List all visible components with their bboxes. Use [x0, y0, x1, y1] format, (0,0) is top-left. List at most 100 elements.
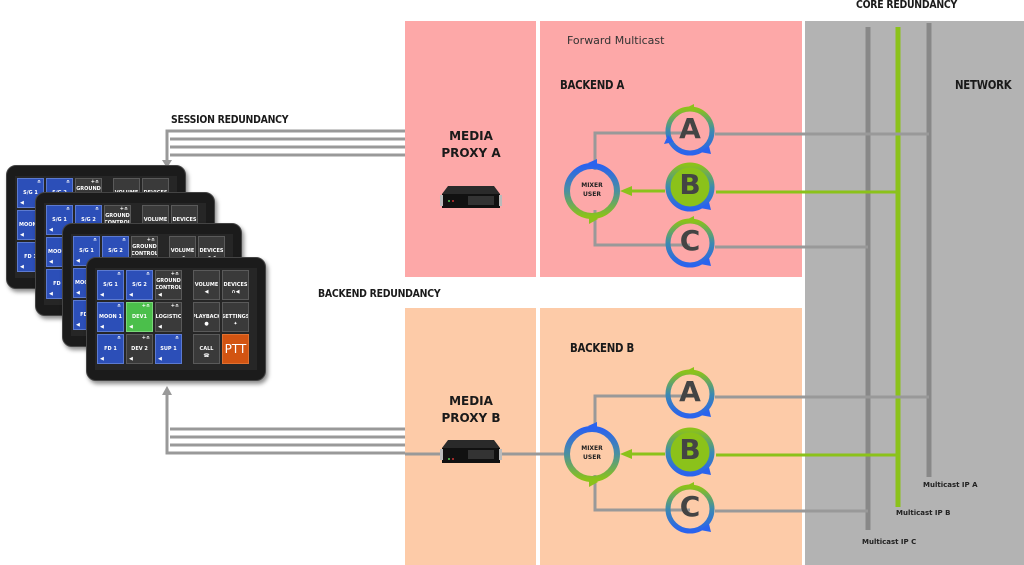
backend-a-node-b — [665, 162, 715, 212]
tile-label: GROUND CONTROL — [155, 278, 182, 291]
tile-volume[interactable]: VOLUME◀ — [193, 270, 220, 300]
backend-b-node-b — [665, 427, 715, 477]
server-icon-proxy-a — [440, 186, 502, 208]
backend-b-node-a — [665, 367, 715, 419]
tablet-panel: S/G 1∩◀S/G 2∩◀GROUND CONTROL+∩◀VOLUME◀DE… — [86, 257, 266, 381]
media-proxy-b-label: MEDIA PROXY B — [430, 393, 512, 427]
speaker-icon: ◀ — [20, 232, 24, 238]
tile-label: VOLUME — [194, 281, 219, 288]
media-proxy-b-line1: MEDIA — [449, 394, 493, 408]
node-a-letter: A — [679, 112, 701, 145]
headset-icon: +∩ — [141, 335, 150, 341]
tile-s-g-1[interactable]: S/G 1∩◀ — [97, 270, 124, 300]
headphones-icon: ∩ — [65, 179, 70, 185]
arrow-left-icon — [620, 449, 632, 459]
speaker-icon: ◀ — [158, 324, 162, 330]
node-a-letter: A — [679, 375, 701, 408]
backend-redundancy-label: BACKEND REDUNDANCY — [318, 287, 441, 300]
tile-label: S/G 1 — [23, 189, 38, 196]
backend-b-label: BACKEND B — [570, 341, 635, 355]
tile-playback[interactable]: PLAYBACK● — [193, 302, 220, 332]
speaker-icon: ◀ — [100, 292, 104, 298]
multicast-ip-a-label: Multicast IP A — [923, 481, 978, 489]
tile-settings[interactable]: SETTINGS✦ — [222, 302, 249, 332]
mixer-label-line1: MIXER — [581, 182, 603, 189]
network-zone — [805, 21, 1024, 565]
tile-sup-1[interactable]: SUP 1 ∩ ◀ — [155, 334, 182, 364]
backend-a-label: BACKEND A — [560, 78, 625, 92]
speaker-icon: ◀ — [20, 264, 24, 270]
tile-call[interactable]: CALL☎ — [193, 334, 220, 364]
tile-label: FD 1 — [53, 280, 66, 287]
speaker-icon: ◀ — [158, 292, 162, 298]
media-proxy-a-line2: PROXY A — [441, 146, 501, 160]
speaker-icon: ◀ — [49, 291, 53, 297]
tile-label: SUP 1 — [160, 345, 177, 352]
playback-icon: ● — [204, 321, 209, 327]
speaker-icon: ◀ — [158, 356, 162, 362]
backend-a-node-c — [665, 216, 715, 268]
speaker-icon: ◀ — [129, 356, 133, 362]
tile-label: DEV1 — [132, 313, 147, 320]
headphones-icon: ∩ — [116, 335, 121, 341]
settings-icon: ✦ — [233, 321, 238, 327]
headphones-icon: ∩ — [121, 237, 126, 243]
headset-icon: +∩ — [90, 179, 99, 185]
backend-a-mixer-user — [564, 159, 620, 224]
backend-redundancy-lines — [165, 395, 405, 455]
node-b-letter: B — [679, 433, 701, 466]
tile-label: DEVICES — [172, 216, 197, 223]
speaker-icon: ◀ — [76, 322, 80, 328]
speaker-icon: ◀ — [76, 258, 80, 264]
tile-devices[interactable]: DEVICES∩◀ — [222, 270, 249, 300]
speaker-icon: ◀ — [20, 200, 24, 206]
speaker-icon: ◀ — [204, 289, 209, 295]
tile-label: DEVICES — [199, 247, 224, 254]
mixer-label-line2: USER — [583, 454, 601, 461]
server-icon-proxy-b — [440, 440, 502, 463]
tile-label: DEV 2 — [131, 345, 148, 352]
tile-label: S/G 2 — [108, 247, 123, 254]
devices-icon: ∩◀ — [231, 289, 240, 295]
multicast-ip-c-label: Multicast IP C — [862, 538, 917, 546]
tile-fd-1[interactable]: FD 1 ∩ ◀ — [97, 334, 124, 364]
tile-dev-2[interactable]: DEV 2 +∩ ◀ — [126, 334, 153, 364]
headphones-icon: ∩ — [174, 335, 179, 341]
headset-icon: +∩ — [170, 271, 179, 277]
tile-label: DEVICES — [223, 281, 248, 288]
tile-ground-control[interactable]: GROUND CONTROL+∩ ◀ — [155, 270, 182, 300]
tile-label: PTT — [224, 341, 247, 356]
core-redundancy-label: CORE REDUNDANCY — [856, 0, 958, 11]
speaker-icon: ◀ — [100, 356, 104, 362]
tile-label: MOON 1 — [48, 248, 71, 255]
tile-dev1[interactable]: DEV1 +∩ ◀ — [126, 302, 153, 332]
tile-label: MOON 1 — [99, 313, 122, 320]
headphones-icon: ∩ — [36, 179, 41, 185]
mixer-user-label: MIXER USER — [572, 181, 612, 199]
tile-label: CALL — [199, 345, 214, 352]
backend-b-mixer-user — [564, 422, 620, 487]
media-proxy-a-zone — [405, 21, 536, 277]
session-redundancy-lines — [165, 129, 405, 162]
tile-s-g-2[interactable]: S/G 2∩◀ — [126, 270, 153, 300]
tile-ptt[interactable]: PTT — [222, 334, 249, 364]
headset-icon: +∩ — [141, 303, 150, 309]
headphones-icon: ∩ — [116, 303, 121, 309]
tile-label: GROUND CONTROL — [131, 244, 158, 257]
tile-logistic[interactable]: LOGISTIC+∩◀ — [155, 302, 182, 332]
mixer-label-line2: USER — [583, 191, 601, 198]
tile-label: FD 1 — [104, 345, 117, 352]
mixer-label-line1: MIXER — [581, 445, 603, 452]
tile-label: S/G 1 — [103, 281, 118, 288]
arrow-up-icon — [162, 386, 172, 395]
tile-s-g-1[interactable]: S/G 1∩◀ — [46, 205, 73, 235]
node-c-letter: C — [679, 224, 701, 257]
tile-label: S/G 2 — [81, 216, 96, 223]
headphones-icon: ∩ — [94, 206, 99, 212]
speaker-icon: ◀ — [129, 324, 133, 330]
arrow-down-icon — [162, 160, 172, 168]
forward-multicast-label: Forward Multicast — [567, 34, 665, 47]
tile-moon-1[interactable]: MOON 1∩◀ — [97, 302, 124, 332]
tablet-screen: S/G 1∩◀S/G 2∩◀GROUND CONTROL+∩◀VOLUME◀DE… — [95, 268, 257, 370]
